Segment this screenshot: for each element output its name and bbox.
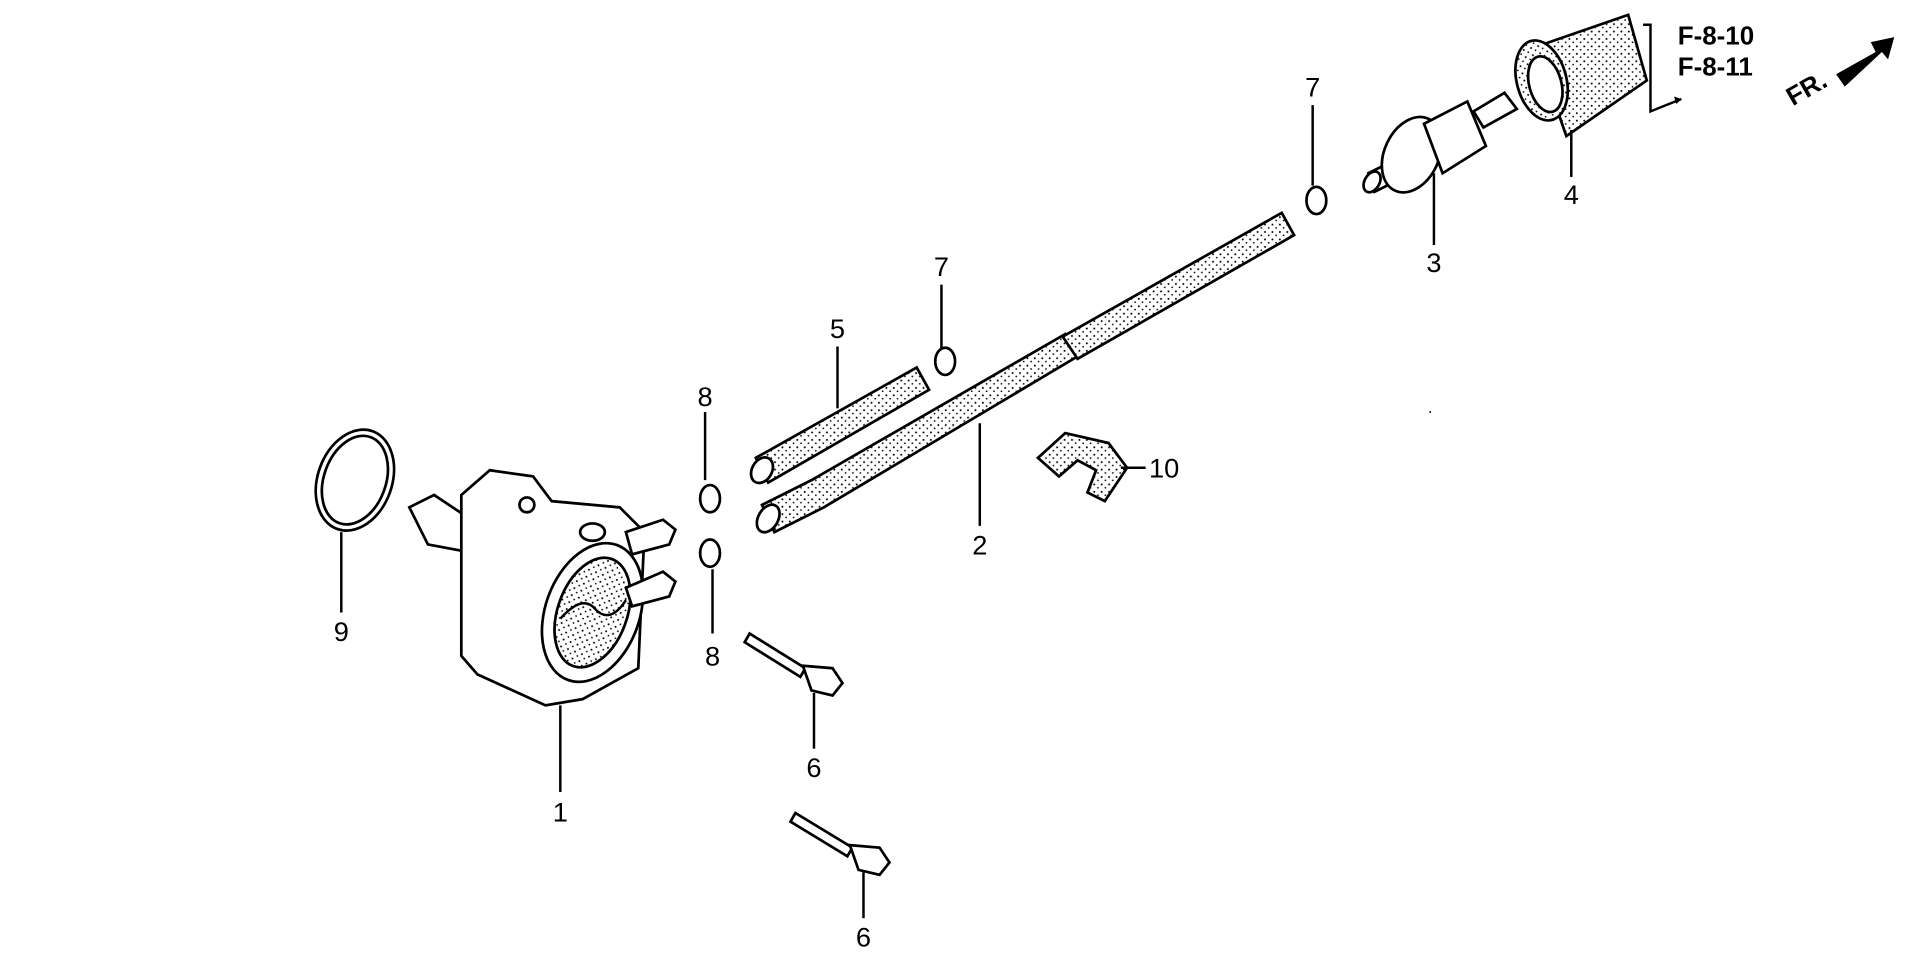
- hose-part-5[interactable]: 5: [747, 313, 931, 487]
- front-arrow-indicator: FR.: [1781, 37, 1895, 112]
- front-arrow-icon: [1836, 37, 1895, 87]
- bracket-part-10[interactable]: 10: [1035, 431, 1179, 503]
- clip-part-8-lower[interactable]: 8: [698, 538, 722, 672]
- o-ring-part-9[interactable]: 9: [302, 419, 407, 647]
- reference-f-8-10[interactable]: F-8-10: [1678, 21, 1755, 51]
- callout-8-upper: 8: [698, 381, 713, 412]
- clip-part-8-upper[interactable]: 8: [698, 381, 722, 514]
- callout-3: 3: [1426, 247, 1441, 278]
- reference-f-8-11[interactable]: F-8-11: [1678, 51, 1753, 81]
- clip-part-7-upper[interactable]: 7: [1305, 72, 1328, 216]
- pipe-part-2[interactable]: 2: [752, 210, 1296, 561]
- cross-reference[interactable]: F-8-10 F-8-11: [1643, 21, 1755, 114]
- housing-part-1[interactable]: 1: [407, 468, 678, 828]
- bolt-part-6-upper[interactable]: 6: [742, 631, 845, 784]
- callout-4: 4: [1564, 179, 1579, 210]
- callout-1: 1: [553, 797, 568, 828]
- callout-2: 2: [972, 529, 987, 560]
- callout-9: 9: [334, 616, 349, 647]
- callout-7-lower: 7: [934, 251, 949, 282]
- front-label: FR.: [1781, 65, 1832, 112]
- callout-5: 5: [830, 313, 845, 344]
- callout-8-lower: 8: [705, 641, 720, 672]
- valve-part-3[interactable]: 3: [1360, 91, 1519, 278]
- callout-6-upper: 6: [806, 752, 821, 783]
- clip-part-7-lower[interactable]: 7: [934, 251, 957, 377]
- bolt-part-6-lower[interactable]: 6: [788, 811, 892, 953]
- callout-10: 10: [1149, 453, 1179, 484]
- callout-7-upper: 7: [1305, 72, 1320, 103]
- connector-part-4[interactable]: 4: [1507, 13, 1649, 210]
- callout-6-lower: 6: [856, 922, 871, 953]
